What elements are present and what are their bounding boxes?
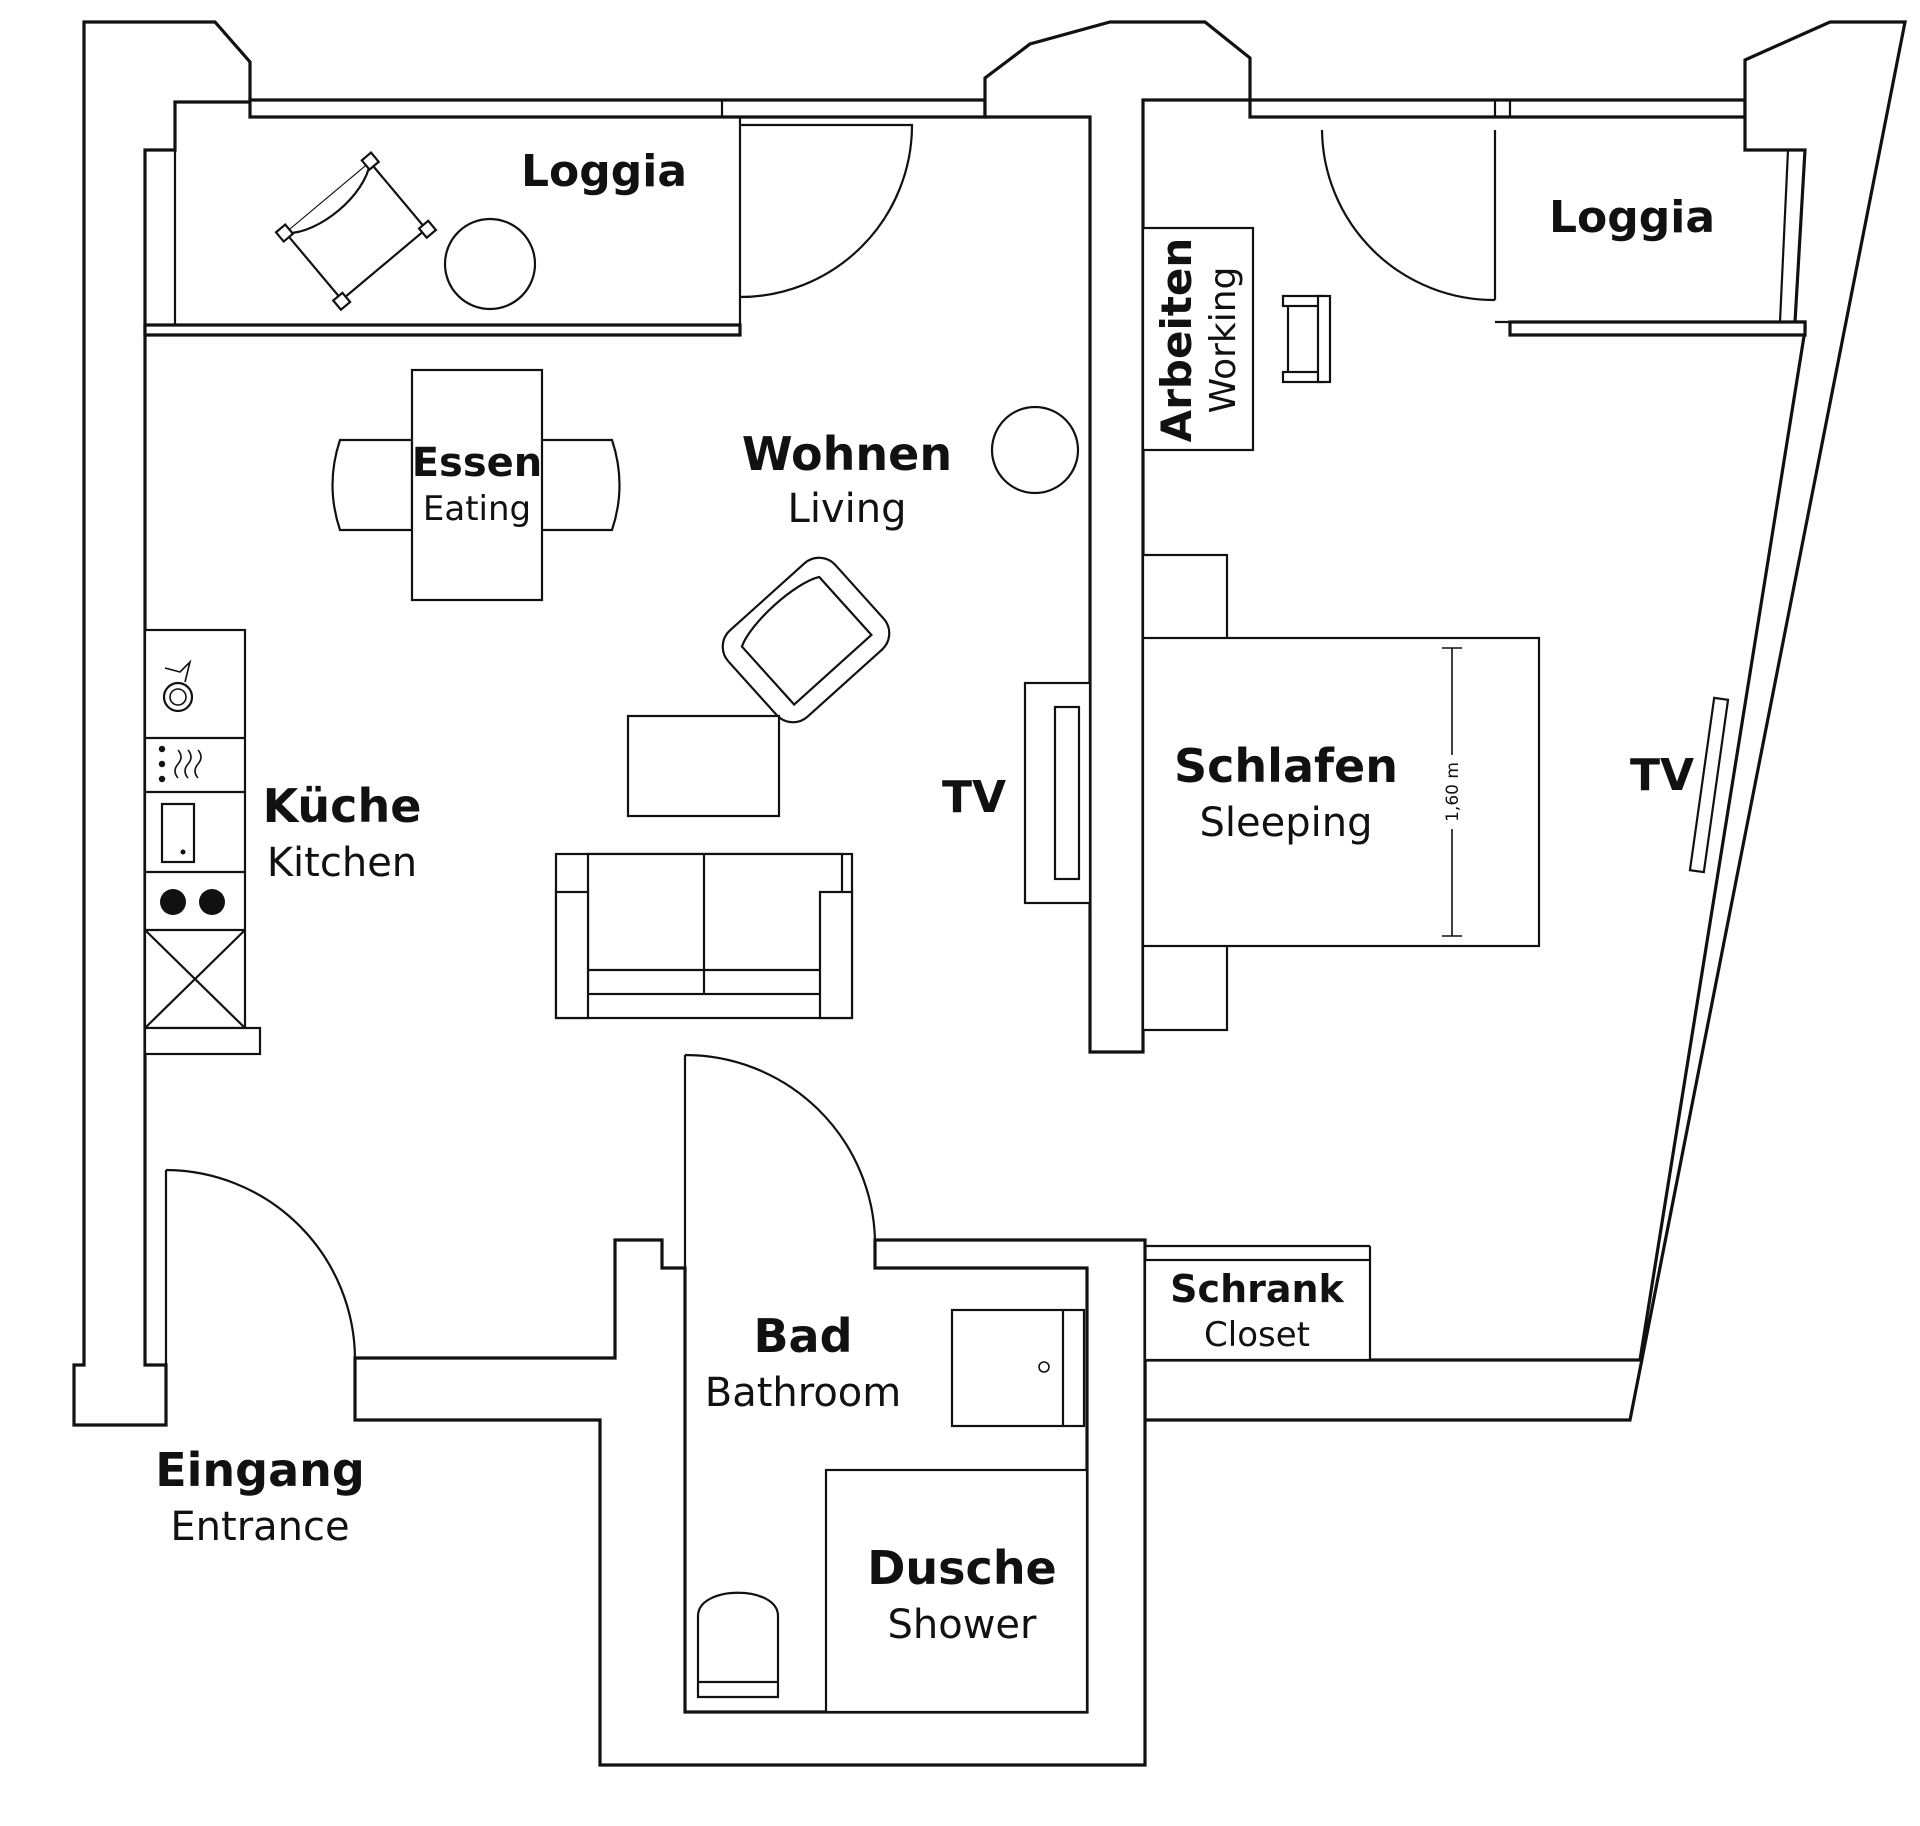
sink-icon [162,681,194,713]
living-label-de: Wohnen [742,427,952,481]
loggia-left-furniture [274,151,537,312]
bed-frame [1141,636,1541,948]
fridge-icon [160,802,196,864]
working-label-en: Working [1203,267,1244,414]
dining-set [331,368,621,602]
walls [72,20,1907,1767]
sleeping-label-de: Schlafen [1174,739,1398,793]
shower-label-de: Dusche [867,1541,1057,1595]
shower-area [824,1468,1089,1714]
sleeping-label-en: Sleeping [1200,800,1373,846]
kitchen-counter [143,628,262,1056]
kitchen-label-de: Küche [263,779,422,833]
nightstand-top [1141,553,1229,643]
loggia-right-sill [1508,320,1807,337]
right-wall [1143,20,1907,1422]
tv-bedroom-label: TV [1630,750,1694,801]
toilet [696,1591,780,1699]
tv-living-label: TV [942,772,1006,823]
coffee-table [626,714,781,818]
eating-label-de: Essen [412,440,543,486]
loggia-right-inner [1493,100,1790,324]
loggia-left-label: Loggia [521,146,687,197]
closet [1143,1244,1372,1362]
doors [164,123,1497,1365]
closet-label-en: Closet [1204,1315,1310,1355]
armchair [721,556,891,724]
entrance-label-en: Entrance [170,1504,349,1550]
washbasin [950,1308,1086,1428]
kitchen-label-en: Kitchen [267,840,417,886]
labels: Loggia Loggia Essen Eating Wohnen Living… [155,146,1715,1648]
dining-table [410,368,544,602]
bathroom-label-en: Bathroom [705,1370,901,1416]
entrance-wall [353,1238,1147,1767]
working-label-de: Arbeiten [1152,238,1201,443]
work-desk [1141,226,1332,452]
center-pillar [983,20,1252,1054]
loggia-left-inner [173,100,742,325]
closet-label-de: Schrank [1170,1267,1344,1311]
living-label-en: Living [788,486,907,532]
steam-icon [174,749,202,779]
entrance-label-de: Eingang [155,1443,365,1497]
loggia-right-rail [1248,98,1747,119]
door-entrance [164,1168,357,1365]
hob-icon [160,889,186,915]
loggia-right-label: Loggia [1549,192,1715,243]
eating-label-en: Eating [423,489,531,529]
bathroom-label-de: Bad [753,1309,852,1363]
tv-bedroom-unit [1688,696,1730,874]
bed-width-label: 1,60 m [1443,762,1463,822]
loggia-chair [274,151,438,312]
door-loggia-left [739,123,914,299]
loggia-table [443,217,537,311]
sofa [554,852,854,1020]
bathroom-fixtures [696,1308,1089,1714]
loggia-left-rail [248,98,987,119]
shower-label-en: Shower [888,1602,1038,1648]
side-table [990,405,1080,495]
tv-living-unit [1023,681,1092,905]
nightstand-bottom [1141,942,1229,1032]
bed: 1,60 m [1141,553,1541,1032]
loggia-left-sill [143,323,742,337]
door-bathroom [683,1053,877,1268]
door-loggia-right [1320,129,1497,302]
